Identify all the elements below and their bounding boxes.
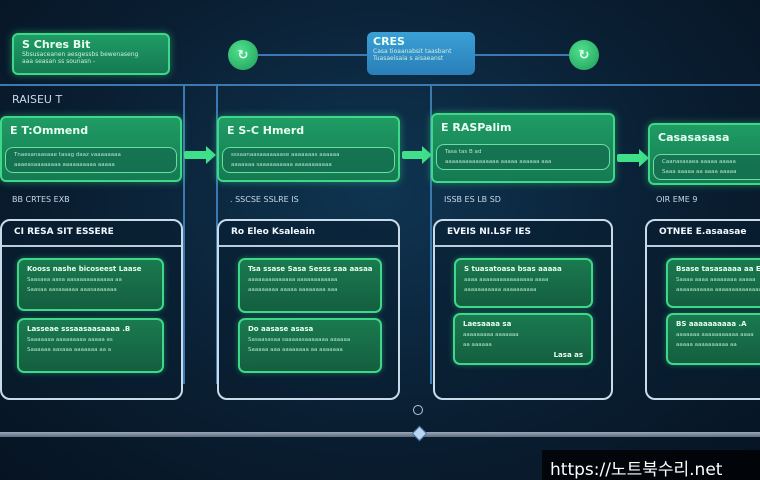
stage-title: E RASPalim	[441, 121, 512, 134]
card-line: aaaaaaaaaaa aaaaaaaaaa	[464, 287, 537, 293]
panel-title: CI RESA SIT ESSERE	[2, 221, 181, 247]
stage-detail-line: aaaaaaaaaaaaaaaa aaaaa aaaaaa aaa	[445, 159, 552, 165]
card-line: aaaaaaaaaaa aaaaaaaaaaaaaa	[676, 287, 760, 293]
start-box-line: Sbsusaceanen aesgessbs bewenaseng	[22, 51, 139, 58]
panel-title: OTNEE E.asaasae	[647, 221, 760, 247]
refresh-icon: ↻	[578, 47, 590, 63]
connector-line	[258, 54, 368, 56]
diamond-icon[interactable]	[411, 425, 428, 442]
stage-detail[interactable]: sssaanaasaaaaaaase aaaaaaas aaaaaa aaaaa…	[222, 147, 395, 173]
connector-line	[475, 54, 570, 56]
stage-detail-line: Tnaesanaasaae tasag daaz vaaaaaaaa	[14, 152, 121, 158]
stage-label: BB CRTES EXB	[12, 195, 70, 204]
clock-icon	[413, 405, 423, 415]
card-line: aaaaa aaaaaaaaaa aa	[676, 342, 737, 348]
flow-arrow-icon	[184, 146, 216, 164]
card-line: Saaaa aaaa aaaaaaaa aaaaa	[676, 277, 756, 283]
card-line: Saasaa aasaaaaaa aaasaaaaaaa	[27, 287, 117, 293]
card-title: S tuasatoasa bsas aaaaa	[464, 265, 562, 273]
card-badge: Lasa as	[553, 351, 583, 359]
card-line: aaaaaaaaa aaaaa aaaaaaaa aaa	[248, 287, 338, 293]
guide-line	[216, 84, 218, 384]
card-line: Saaaaa aaa aaaaaaaa aa aaaaaaa	[248, 347, 343, 353]
card-line: Saaaaaa aasaaa aaaaaaa aa a	[27, 347, 112, 353]
task-card[interactable]: Bsase tasasaaaa aa Ea Saaaa aaaa aaaaaaa…	[666, 258, 760, 308]
guide-line	[183, 84, 185, 384]
card-line: Sasaasasaa saaaaasaaaaaaa aaaaaa	[248, 337, 351, 343]
task-card[interactable]: Kooss nashe bicoseest Laase Saasaea aasa…	[17, 258, 164, 311]
guide-line	[430, 84, 432, 384]
stage-title: Casasasasa	[658, 131, 730, 144]
task-card[interactable]: S tuasatoasa bsas aaaaa aaaa aaaaaaaaaaa…	[454, 258, 593, 308]
watermark: https://노트북수리.net	[542, 450, 760, 480]
flow-arrow-icon	[617, 149, 649, 167]
stage-detail-line: Saaa aaaaa aa aaaa aaaaa	[662, 169, 737, 175]
card-title: Kooss nashe bicoseest Laase	[27, 265, 142, 273]
start-node[interactable]: ↻	[228, 40, 258, 70]
stage-header[interactable]: E S-C Hmerd sssaanaasaaaaaaase aaaaaaas …	[217, 116, 400, 182]
center-box-title: CRES	[373, 35, 405, 48]
stage-detail-line: aaaeasaaaaaaaa aaaaaaaaaa aaaaa	[14, 162, 115, 168]
task-card[interactable]: Laesaaaa sa aaaaaaaaa aaaaaaa aa aaaaaa …	[453, 313, 593, 365]
stage-panel: OTNEE E.asaasae	[645, 219, 760, 400]
card-title: Bsase tasasaaaa aa Ea	[676, 265, 760, 273]
center-box[interactable]: CRES Casa tioaanabsit taasbant Tuasaeisa…	[367, 32, 475, 75]
stage-detail-line: Caanasasaea aaaaa aaaaa	[662, 159, 736, 165]
start-box-line: aaa seasan ss sounasn -	[22, 58, 96, 65]
stage-header[interactable]: E T:Ommend Tnaesanaasaae tasag daaz vaaa…	[0, 116, 182, 182]
start-box-title: S Chres Bit	[22, 38, 91, 51]
stage-label: OIR EME 9	[656, 195, 698, 204]
card-line: aaaaaaa aaaaaaaaaaa aaaa	[676, 332, 754, 338]
stage-label: . SSCSE SSLRE IS	[230, 195, 299, 204]
task-card[interactable]: Do aasase asasa Sasaasasaa saaaaasaaaaaa…	[238, 318, 382, 373]
card-title: BS aaaaaaaaaa .A	[676, 320, 747, 328]
task-card[interactable]: Tsa ssase Sasa Sesss saa aasaae aaaaaaaa…	[238, 258, 382, 313]
stage-panel: EVEIS NI.LSF IES	[433, 219, 613, 400]
card-line: Saasaea aasa aasaaaaaaaaaaa aa	[27, 277, 122, 283]
end-node[interactable]: ↻	[569, 40, 599, 70]
stage-header[interactable]: E RASPalim Tasa tas B ad aaaaaaaaaaaaaaa…	[431, 113, 615, 183]
stage-label: ISSB ES LB SD	[444, 195, 501, 204]
stage-detail[interactable]: Tasa tas B ad aaaaaaaaaaaaaaaa aaaaa aaa…	[436, 144, 610, 170]
card-title: Do aasase asasa	[248, 325, 314, 333]
center-box-line: Tuasaeisaia s aisaeanst	[373, 55, 444, 62]
card-title: Lasseae sssaasaasaaaa .B	[27, 325, 131, 333]
panel-title: EVEIS NI.LSF IES	[435, 221, 611, 247]
header-divider	[0, 84, 760, 86]
card-line: aaaaaaaaa aaaaaaa	[463, 332, 519, 338]
stage-header[interactable]: Casasasasa Caanasasaea aaaaa aaaaa Saaa …	[648, 123, 760, 185]
stage-title: E T:Ommend	[10, 124, 89, 137]
section-label: RAISEU T	[12, 93, 63, 106]
task-card[interactable]: BS aaaaaaaaaa .A aaaaaaa aaaaaaaaaaa aaa…	[666, 313, 760, 365]
timeline-bar[interactable]	[0, 432, 760, 437]
stage-detail[interactable]: Caanasasaea aaaaa aaaaa Saaa aaaaa aa aa…	[653, 154, 760, 180]
center-box-line: Casa tioaanabsit taasbant	[373, 48, 452, 55]
stage-detail[interactable]: Tnaesanaasaae tasag daaz vaaaaaaaa aaaea…	[5, 147, 177, 173]
stage-detail-line: sssaanaasaaaaaaase aaaaaaas aaaaaa	[231, 152, 340, 158]
card-title: Tsa ssase Sasa Sesss saa aasaae	[248, 265, 372, 273]
flow-arrow-icon	[402, 146, 432, 164]
card-line: Saaaaaaa aaaaaaaaa aaaaa as	[27, 337, 113, 343]
task-card[interactable]: Lasseae sssaasaasaaaa .B Saaaaaaa aaaaaa…	[17, 318, 164, 373]
card-line: aaaaaaaaaaaaaa aaaaaaaaaaaa	[248, 277, 338, 283]
stage-title: E S-C Hmerd	[227, 124, 305, 137]
stage-detail-line: Tasa tas B ad	[445, 149, 482, 155]
refresh-icon: ↻	[237, 47, 249, 63]
card-line: aa aaaaaa	[463, 342, 492, 348]
start-box[interactable]: S Chres Bit Sbsusaceanen aesgessbs bewen…	[12, 33, 170, 75]
card-title: Laesaaaa sa	[463, 320, 512, 328]
stage-detail-line: aaaaaaa saaaaaaaaaa aaaaaaaaaaa	[231, 162, 332, 168]
panel-title: Ro Eleo Ksaleain	[219, 221, 398, 247]
card-line: aaaa aaaaaaaaaaaaaaaa aaaa	[464, 277, 549, 283]
